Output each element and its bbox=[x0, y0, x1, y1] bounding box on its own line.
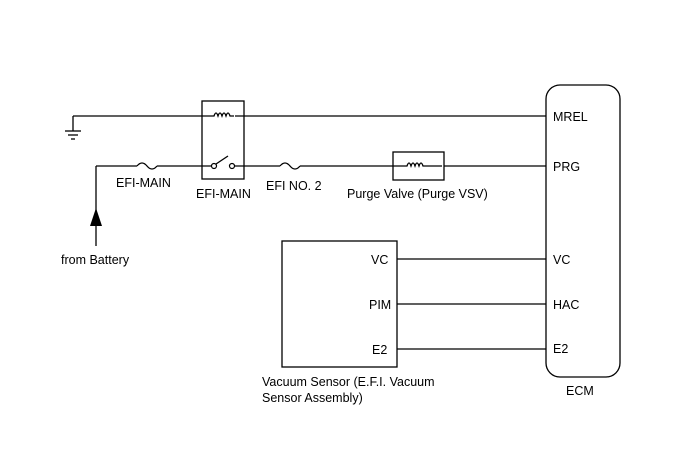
ecm-terminal-vc: VC bbox=[553, 253, 570, 267]
ecm-label: ECM bbox=[566, 384, 594, 398]
ecm-terminal-hac: HAC bbox=[553, 298, 579, 312]
fuse-icon bbox=[136, 162, 158, 170]
solenoid-coil-icon bbox=[393, 162, 442, 169]
battery-arrow-icon bbox=[90, 166, 102, 246]
efi-main-relay-label: EFI-MAIN bbox=[196, 187, 251, 201]
ecm-terminal-e2: E2 bbox=[553, 342, 568, 356]
vacuum-sensor-box bbox=[281, 240, 398, 368]
from-battery-label: from Battery bbox=[61, 253, 130, 267]
sensor-terminal-vc: VC bbox=[371, 253, 388, 267]
purge-valve-label: Purge Valve (Purge VSV) bbox=[347, 187, 488, 201]
vacuum-sensor-label-line2: Sensor Assembly) bbox=[262, 391, 363, 405]
fuse-icon bbox=[279, 162, 301, 170]
sensor-terminal-e2: E2 bbox=[372, 343, 387, 357]
efi-main-fuse-label: EFI-MAIN bbox=[116, 176, 171, 190]
ecm-terminal-mrel: MREL bbox=[553, 110, 588, 124]
ecm-terminal-prg: PRG bbox=[553, 160, 580, 174]
relay-coil-icon bbox=[211, 109, 235, 123]
efi-no2-fuse-label: EFI NO. 2 bbox=[266, 179, 322, 193]
ecm-box bbox=[545, 84, 621, 378]
ground-icon bbox=[65, 116, 81, 140]
sensor-terminal-pim: PIM bbox=[369, 298, 391, 312]
vacuum-sensor-label-line1: Vacuum Sensor (E.F.I. Vacuum bbox=[262, 375, 435, 389]
